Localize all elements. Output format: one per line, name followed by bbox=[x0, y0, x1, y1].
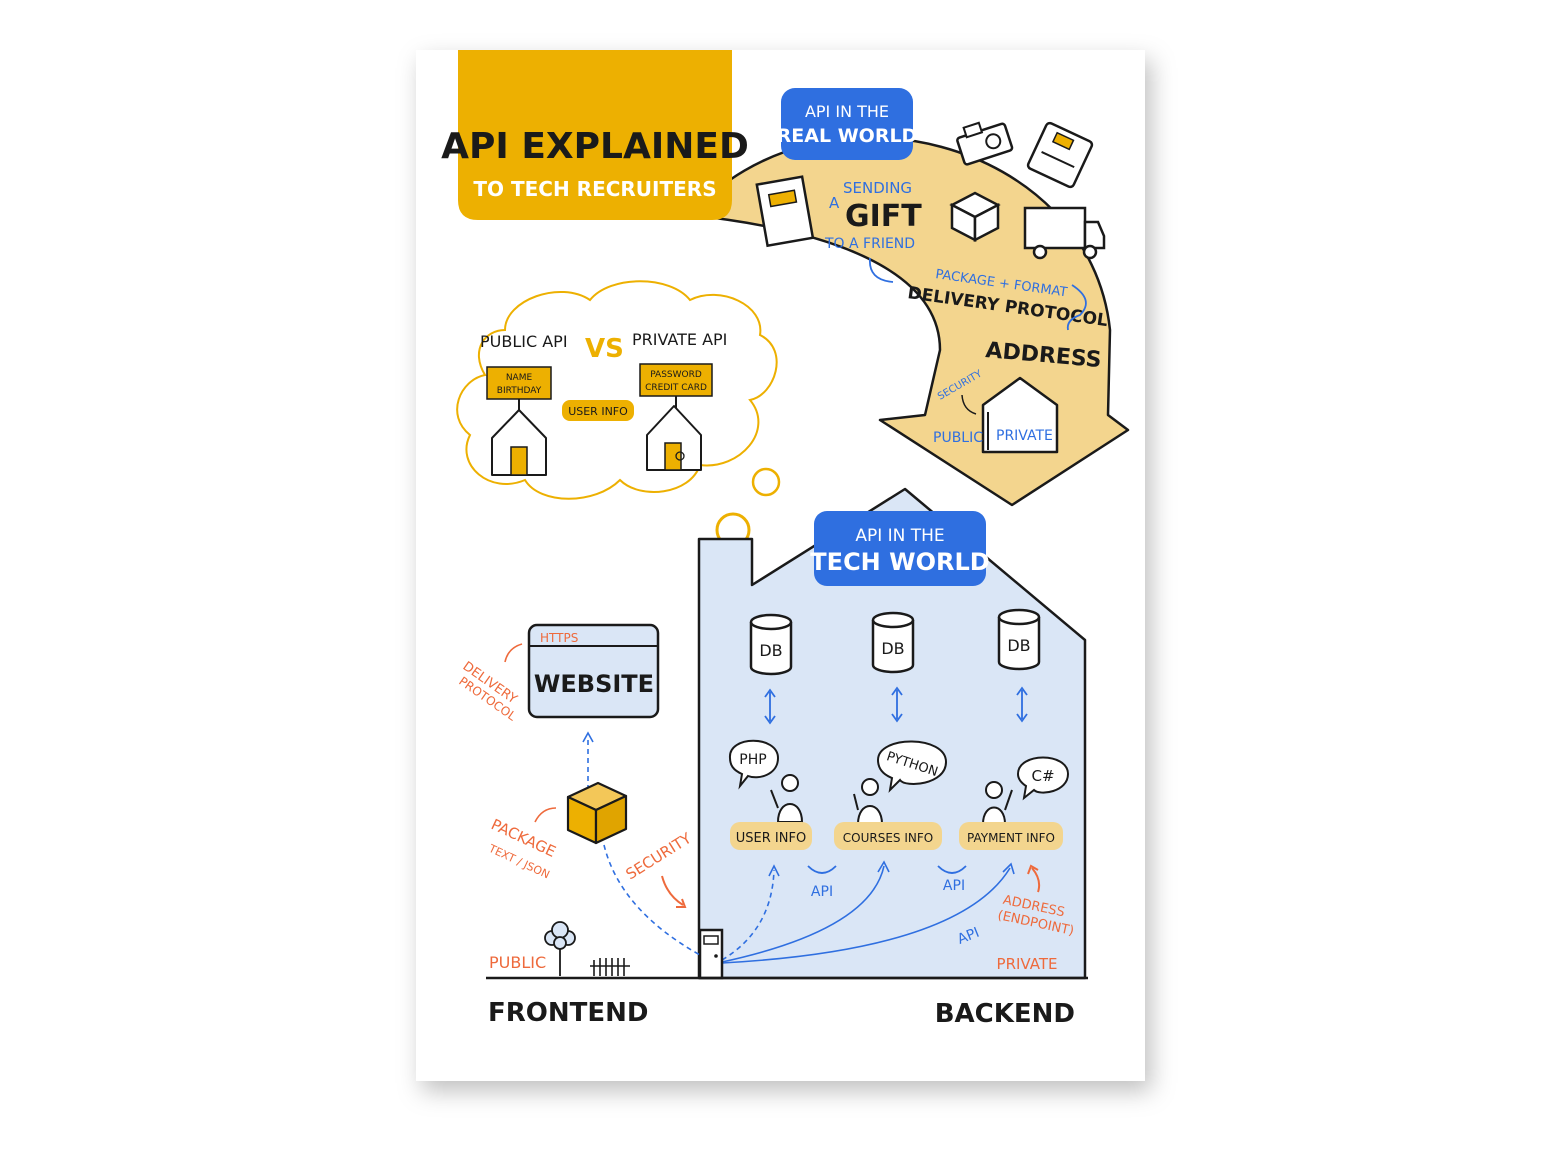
public-house-icon bbox=[491, 409, 547, 476]
developer-figure bbox=[853, 778, 884, 825]
website-label: WEBSITE bbox=[534, 670, 654, 698]
user-info-pill-label: USER INFO bbox=[568, 405, 628, 418]
service-label: PAYMENT INFO bbox=[967, 831, 1055, 845]
api-line bbox=[721, 865, 885, 963]
language-label: C# bbox=[1031, 767, 1054, 785]
real-world-badge bbox=[781, 88, 913, 160]
upload-arrowhead bbox=[582, 731, 594, 743]
thought-bubble-large bbox=[751, 467, 781, 497]
tech-world-badge-line2: TECH WORLD bbox=[810, 548, 989, 576]
service-pill bbox=[834, 822, 942, 850]
package-path-arrow bbox=[603, 844, 701, 956]
fence-icon bbox=[590, 958, 630, 976]
curl-arrow-2 bbox=[1066, 284, 1087, 331]
truck-icon bbox=[1023, 206, 1106, 260]
book-icon bbox=[755, 175, 815, 248]
db-label: DB bbox=[881, 639, 904, 658]
website-window bbox=[527, 623, 660, 719]
private-sign bbox=[639, 363, 713, 397]
security-arrow bbox=[961, 394, 977, 415]
private-api-label: PRIVATE API bbox=[632, 330, 727, 349]
title-sub: TO TECH RECRUITERS bbox=[473, 177, 716, 201]
developer-figure bbox=[770, 774, 804, 823]
private-label: PRIVATE bbox=[997, 955, 1058, 973]
to-friend-label: TO A FRIEND bbox=[824, 236, 915, 252]
private-house-icon bbox=[646, 405, 702, 471]
db-label: DB bbox=[1007, 636, 1030, 655]
address-house-icon bbox=[981, 376, 1059, 454]
api-link-arrow bbox=[807, 865, 837, 874]
public-label: PUBLIC bbox=[489, 953, 546, 972]
api-label: API bbox=[811, 884, 833, 900]
api-line bbox=[721, 869, 775, 961]
https-label: HTTPS bbox=[540, 631, 578, 645]
door-icon bbox=[698, 928, 724, 980]
tech-world-badge-line1: API IN THE bbox=[855, 526, 944, 546]
service-label: USER INFO bbox=[736, 831, 806, 846]
private-sign-line1: PASSWORD bbox=[650, 370, 702, 380]
service-pill bbox=[959, 822, 1063, 850]
real-public-label: PUBLIC bbox=[933, 430, 983, 446]
tech-world-badge bbox=[814, 511, 986, 586]
double-arrow-icon bbox=[891, 686, 903, 723]
api-label: API bbox=[943, 878, 965, 894]
service-label: COURSES INFO bbox=[843, 831, 933, 845]
double-arrow-icon bbox=[764, 688, 776, 725]
gift-machine-icon bbox=[1026, 121, 1094, 189]
api-label: API bbox=[955, 925, 982, 948]
database-icon: DB bbox=[871, 611, 915, 674]
frontend-label: FRONTEND bbox=[488, 998, 648, 1028]
db-label: DB bbox=[759, 641, 782, 660]
a-label: A bbox=[829, 194, 840, 212]
camera-icon bbox=[956, 121, 1014, 166]
api-arrowhead bbox=[1002, 862, 1015, 875]
address-arrow bbox=[1031, 867, 1041, 893]
curl-arrow-1 bbox=[869, 257, 894, 283]
speech-bubble-python: PYTHON bbox=[876, 740, 948, 793]
public-sign-line1: NAME bbox=[506, 373, 533, 383]
thought-cloud bbox=[456, 280, 778, 500]
api-link-arrow bbox=[937, 865, 967, 874]
speech-bubble-csharp: C# bbox=[1016, 756, 1070, 801]
public-sign-line2: BIRTHDAY bbox=[497, 386, 542, 396]
sending-label: SENDING bbox=[843, 179, 912, 197]
user-info-pill bbox=[562, 400, 634, 421]
database-icon: DB bbox=[997, 608, 1041, 671]
speech-bubble-php: PHP bbox=[728, 739, 780, 790]
package-box-icon bbox=[566, 781, 628, 845]
real-world-badge-line1: API IN THE bbox=[805, 102, 889, 121]
address-arrowhead bbox=[1027, 864, 1039, 875]
database-icon: DB bbox=[749, 613, 793, 676]
language-label: PHP bbox=[739, 752, 766, 768]
api-line bbox=[721, 867, 1011, 964]
api-arrowhead bbox=[877, 860, 890, 873]
real-world-badge-line2: REAL WORLD bbox=[777, 125, 918, 147]
security-arrowhead bbox=[676, 898, 687, 908]
backend-label: BACKEND bbox=[935, 999, 1075, 1029]
delivery-arrow bbox=[504, 643, 523, 663]
real-private-label: PRIVATE bbox=[996, 428, 1053, 444]
service-pill bbox=[730, 822, 812, 850]
tree-icon bbox=[544, 921, 576, 976]
package-arrow bbox=[534, 807, 557, 823]
public-api-label: PUBLIC API bbox=[480, 332, 568, 351]
gift-label: GIFT bbox=[845, 199, 922, 234]
title-main: API EXPLAINED bbox=[441, 126, 749, 167]
box-icon bbox=[949, 191, 1001, 243]
vs-label: VS bbox=[585, 334, 624, 364]
api-arrowhead bbox=[768, 864, 780, 877]
security-arrow bbox=[661, 875, 684, 906]
double-arrow-icon bbox=[1016, 686, 1028, 723]
private-sign-line2: CREDIT CARD bbox=[645, 383, 707, 393]
title-box bbox=[458, 50, 732, 220]
